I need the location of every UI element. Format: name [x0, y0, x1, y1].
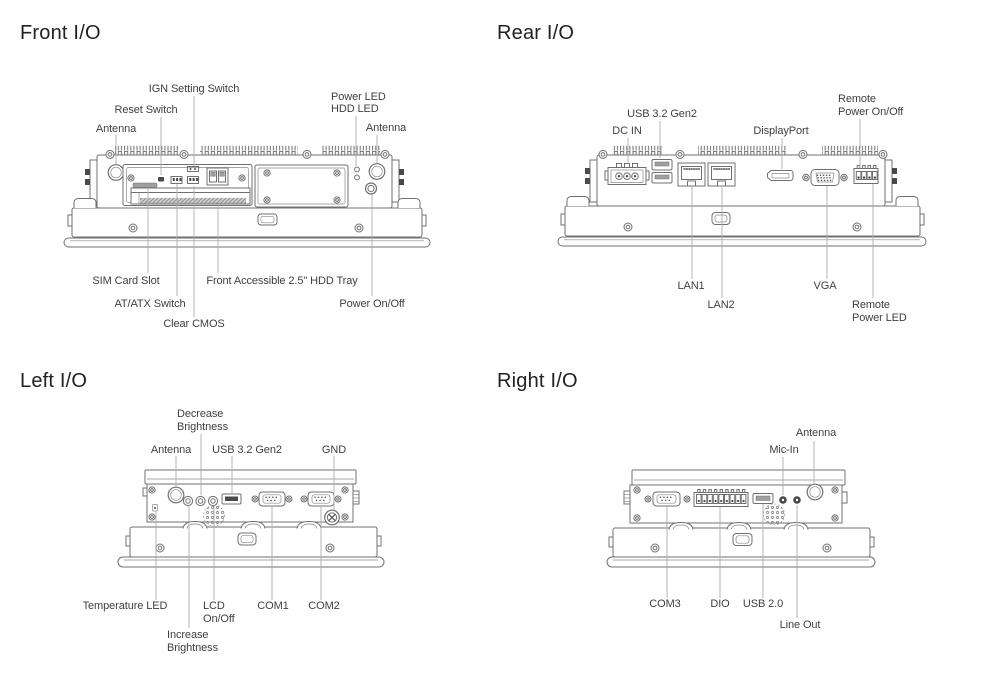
speaker-grille: [763, 503, 785, 526]
label-antenna-left: Antenna: [96, 123, 137, 135]
usb-3-2-ports: [651, 159, 673, 184]
label-increase-brightness-2: Brightness: [167, 642, 219, 654]
remote-power-terminal: [853, 165, 879, 184]
power-led: [354, 166, 360, 173]
at-atx-dip-switch: [170, 176, 183, 184]
label-power-led: Power LED: [331, 91, 386, 103]
front-device-drawing: [63, 145, 431, 248]
label-decrease-brightness-1: Decrease: [177, 408, 223, 420]
dc-in-port: [604, 163, 650, 185]
antenna-hole: [107, 164, 125, 181]
label-antenna: Antenna: [151, 444, 192, 456]
label-hdd-led: HDD LED: [331, 103, 379, 115]
label-increase-brightness-1: Increase: [167, 629, 208, 641]
ign-setting-switch: [206, 167, 229, 186]
lan2-port: [707, 162, 736, 187]
rear-io-title: Rear I/O: [497, 22, 575, 44]
front-io-view: IGN Setting Switch Reset Switch Antenna …: [63, 83, 431, 330]
left-leader-lines: [155, 434, 335, 628]
label-remote-power-led-2: Power LED: [852, 312, 907, 324]
label-reset-switch: Reset Switch: [115, 104, 178, 116]
right-io-title: Right I/O: [497, 370, 578, 392]
label-hdd-tray: Front Accessible 2.5" HDD Tray: [206, 275, 358, 287]
label-clear-cmos: Clear CMOS: [163, 318, 224, 330]
label-lcd-on-off-1: LCD: [203, 600, 225, 612]
label-at-atx-switch: AT/ATX Switch: [114, 298, 185, 310]
rear-device-drawing: [557, 145, 927, 247]
usb-20-port: [752, 493, 774, 504]
label-antenna: Antenna: [796, 427, 837, 439]
label-vga: VGA: [814, 280, 838, 292]
antenna-hole: [806, 483, 824, 501]
com3-port: [644, 491, 691, 507]
power-button: [364, 182, 378, 195]
label-sim-card-slot: SIM Card Slot: [92, 275, 159, 287]
label-displayport: DisplayPort: [753, 125, 808, 137]
label-gnd: GND: [322, 444, 346, 456]
label-antenna-right: Antenna: [366, 122, 407, 134]
right-device-drawing: [606, 469, 876, 568]
gnd-stud: [324, 509, 340, 526]
rear-io-view: USB 3.2 Gen2 DC IN DisplayPort Remote Po…: [557, 93, 927, 324]
label-usb-32-gen2: USB 3.2 Gen2: [212, 444, 282, 456]
mic-in-jack: [779, 496, 787, 504]
hdd-led: [354, 174, 360, 181]
left-labels: Decrease Brightness Antenna USB 3.2 Gen2…: [83, 408, 347, 654]
label-dio: DIO: [710, 598, 730, 610]
line-out-jack: [793, 496, 801, 504]
left-io-title: Left I/O: [20, 370, 88, 392]
com2-port: [300, 491, 342, 507]
lan1-port: [677, 162, 706, 187]
label-com2: COM2: [308, 600, 339, 612]
label-line-out: Line Out: [780, 619, 821, 631]
right-io-view: Antenna Mic-In COM3 DIO USB 2.0 Line Out: [606, 427, 876, 631]
antenna-hole: [167, 486, 185, 504]
right-leader-lines: [666, 441, 815, 618]
front-labels: IGN Setting Switch Reset Switch Antenna …: [92, 83, 407, 330]
heatsink-fins: [115, 145, 380, 156]
antenna-hole: [368, 163, 386, 180]
left-io-view: Decrease Brightness Antenna USB 3.2 Gen2…: [83, 408, 385, 654]
temperature-led: [152, 504, 158, 512]
label-ign-setting-switch: IGN Setting Switch: [149, 83, 240, 95]
com1-port: [251, 491, 293, 507]
thumbscrew: [352, 490, 360, 505]
label-dc-in: DC IN: [612, 125, 642, 137]
label-lan1: LAN1: [677, 280, 704, 292]
clear-cmos-dip-switch: [187, 166, 199, 184]
reset-switch-hole: [158, 177, 164, 182]
label-usb-32-gen2: USB 3.2 Gen2: [627, 108, 697, 120]
label-remote-power-on-off-2: Power On/Off: [838, 106, 904, 118]
label-decrease-brightness-2: Brightness: [177, 421, 229, 433]
label-lcd-on-off-2: On/Off: [203, 613, 236, 625]
label-remote-power-on-off-1: Remote: [838, 93, 876, 105]
heatsink-fins: [612, 145, 878, 156]
label-remote-power-led-1: Remote: [852, 299, 890, 311]
label-usb-20: USB 2.0: [743, 598, 783, 610]
label-lan2: LAN2: [707, 299, 734, 311]
dio-terminal: [693, 489, 749, 507]
front-leader-lines: [115, 96, 378, 317]
rear-leader-lines: [627, 119, 874, 298]
rear-labels: USB 3.2 Gen2 DC IN DisplayPort Remote Po…: [612, 93, 907, 324]
front-io-title: Front I/O: [20, 22, 101, 44]
thumbscrew: [623, 490, 631, 505]
left-device-drawing: [117, 469, 385, 568]
displayport-port: [767, 170, 794, 181]
hdd-tray-slot: [130, 187, 251, 205]
usb-32-port: [221, 493, 242, 505]
label-temperature-led: Temperature LED: [83, 600, 168, 612]
label-com1: COM1: [257, 600, 288, 612]
label-mic-in: Mic-In: [769, 444, 798, 456]
label-com3: COM3: [649, 598, 680, 610]
sim-card-slot: [132, 182, 158, 188]
vga-port: [802, 169, 848, 186]
brightness-buttons: [182, 495, 219, 507]
right-labels: Antenna Mic-In COM3 DIO USB 2.0 Line Out: [649, 427, 837, 631]
label-power-on-off: Power On/Off: [339, 298, 405, 310]
